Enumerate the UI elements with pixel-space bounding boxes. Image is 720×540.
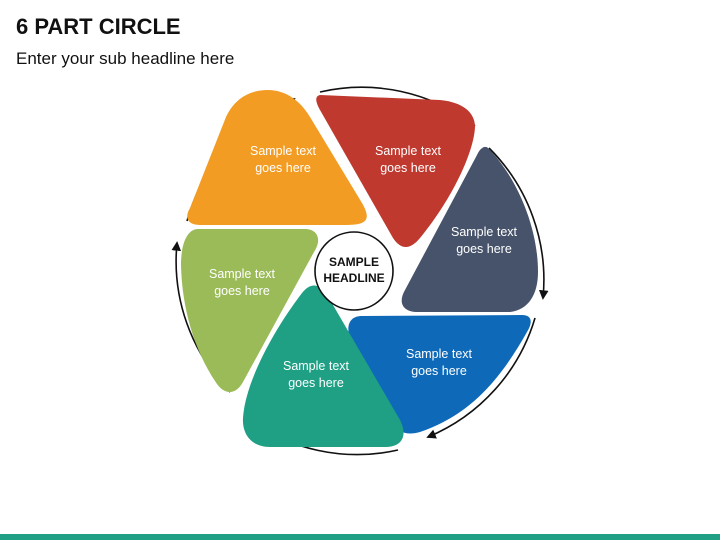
center-hub-line1: SAMPLE <box>329 255 379 269</box>
segment-3-shape <box>401 146 538 312</box>
segment-6-shape <box>181 229 319 393</box>
segment-1-label-line2: goes here <box>255 161 311 175</box>
segment-4-shape <box>348 315 531 434</box>
segment-5-label-line1: Sample text <box>283 359 350 373</box>
cycle-arrow-3 <box>488 147 549 300</box>
segment-1-shape <box>187 90 367 225</box>
segment-4-label-line2: goes here <box>411 364 467 378</box>
segment-5-label-line2: goes here <box>288 376 344 390</box>
segment-3: Sample text goes here <box>401 146 538 312</box>
page-title: 6 PART CIRCLE <box>16 14 181 39</box>
center-hub-line2: HEADLINE <box>323 271 384 285</box>
segment-5-shape <box>242 285 404 447</box>
segment-4-label-line1: Sample text <box>406 347 473 361</box>
cycle-arrow-4 <box>426 317 536 439</box>
segment-2-label-line1: Sample text <box>375 144 442 158</box>
segment-2-shape <box>316 95 475 247</box>
segment-6: Sample text goes here <box>181 229 319 393</box>
segment-5: Sample text goes here <box>242 285 404 447</box>
center-hub-circle <box>314 231 394 311</box>
bottom-accent-bar <box>0 534 720 540</box>
segment-3-label-line1: Sample text <box>451 225 518 239</box>
segment-4: Sample text goes here <box>348 315 531 434</box>
page-subtitle: Enter your sub headline here <box>16 49 235 68</box>
segment-1-label-line1: Sample text <box>250 144 317 158</box>
segment-2: Sample text goes here <box>316 95 475 247</box>
center-hub: SAMPLE HEADLINE <box>314 231 394 311</box>
segment-6-label-line1: Sample text <box>209 267 276 281</box>
segment-2-label-line2: goes here <box>380 161 436 175</box>
segment-1: Sample text goes here <box>187 90 367 225</box>
segment-6-label-line2: goes here <box>214 284 270 298</box>
segment-3-label-line2: goes here <box>456 242 512 256</box>
